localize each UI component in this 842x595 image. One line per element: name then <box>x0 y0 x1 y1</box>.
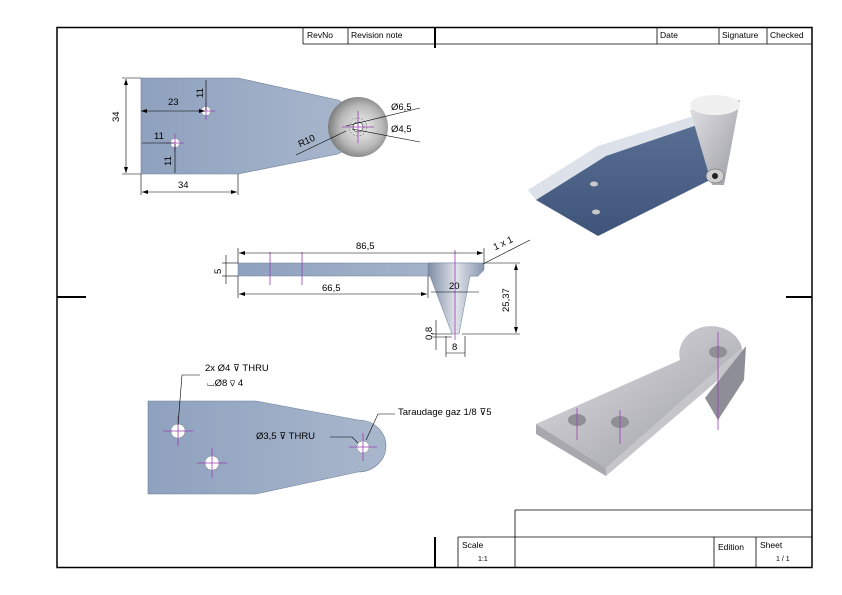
hole-callout-line1: 2x Ø4 ⊽ THRU <box>205 363 269 374</box>
revision-note-header: Revision note <box>351 30 403 40</box>
date-header: Date <box>660 30 678 40</box>
hole-callout-line2: ⌴Ø8 ⊽ 4 <box>207 378 244 389</box>
sheet-value: 1 / 1 <box>776 556 790 563</box>
isometric-view-top <box>528 95 740 236</box>
dim-hole2-y-11: 11 <box>163 156 174 166</box>
top-view <box>122 77 421 195</box>
rev-no-header: RevNo <box>307 30 333 40</box>
dim-hole2-x-11: 11 <box>154 131 164 142</box>
drawing-frame <box>56 26 813 569</box>
bottom-view <box>147 374 395 495</box>
dim-height-34: 34 <box>111 111 122 122</box>
side-view <box>222 239 531 357</box>
dim-tip-offset: 0,8 <box>424 326 435 340</box>
signature-header: Signature <box>722 30 759 40</box>
revision-table <box>302 27 812 45</box>
dim-thickness: 5 <box>213 268 224 274</box>
dim-inner-dia: Ø4,5 <box>391 124 412 135</box>
dim-width-34: 34 <box>178 180 189 191</box>
scale-label: Scale <box>462 540 484 550</box>
sheet-label: Sheet <box>760 540 783 550</box>
dim-flat-length: 66,5 <box>322 283 341 294</box>
small-hole-callout: Ø3,5 ⊽ THRU <box>256 431 316 442</box>
dim-outer-dia: Ø6,5 <box>391 102 412 113</box>
isometric-view-bottom <box>536 326 746 476</box>
edition-label: Edition <box>718 542 744 552</box>
dim-cone-width: 20 <box>449 281 460 292</box>
thread-callout: Taraudage gaz 1/8 ⊽5 <box>398 407 492 418</box>
title-block <box>457 509 812 567</box>
scale-value: 1:1 <box>478 556 488 563</box>
dim-total-length: 86,5 <box>356 241 375 252</box>
checked-header: Checked <box>770 30 804 40</box>
dim-hole-x-23: 23 <box>168 97 179 108</box>
dim-tip-width: 8 <box>452 342 458 353</box>
dim-total-height: 25,37 <box>501 288 512 312</box>
dim-hole-y-11: 11 <box>195 88 206 98</box>
